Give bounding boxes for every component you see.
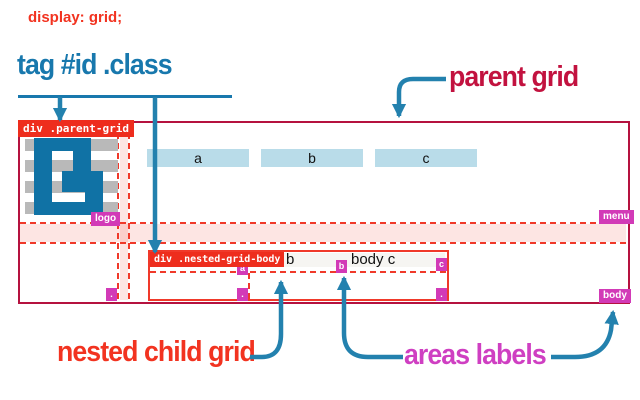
grid-logo-icon	[34, 138, 52, 215]
arrow-parent-heading-to-grid	[391, 76, 446, 119]
grid-item-c: c	[375, 149, 477, 167]
arrow-areas-to-body-label	[551, 309, 619, 360]
parent-grid-tag-label: div .parent-grid	[18, 120, 134, 137]
selector-heading: tag #id .class	[17, 49, 173, 81]
grid-logo-icon	[34, 202, 103, 215]
row-gap-highlight	[20, 224, 626, 242]
area-label-unnamed: .	[106, 288, 117, 301]
row-gap-line-bottom	[20, 242, 626, 244]
column-gap-line-left	[117, 123, 119, 300]
nested-area-label-dot2: .	[436, 288, 447, 301]
nested-area-label-dot1: .	[237, 288, 248, 301]
selector-underline	[18, 95, 232, 98]
nested-grid-heading: nested child grid	[57, 336, 256, 368]
parent-grid-heading: parent grid	[449, 61, 579, 93]
area-label-menu: menu	[599, 210, 634, 224]
grid-item-b: b	[261, 149, 363, 167]
nested-grid-text-body-c: body c	[351, 251, 396, 268]
nested-area-label-b: b	[336, 260, 347, 273]
grid-logo-icon	[73, 138, 91, 172]
nested-grid-tag-label: div .nested-grid-body	[150, 252, 285, 267]
nested-area-label-c: c	[436, 258, 447, 271]
nested-area-label-a: a	[237, 262, 248, 275]
grid-item-a: a	[147, 149, 249, 167]
nested-column-line	[248, 273, 250, 299]
areas-labels-heading: areas labels	[404, 339, 547, 371]
column-gap-highlight	[120, 123, 128, 300]
nested-grid-text-b: b	[286, 251, 295, 268]
column-gap-line-right	[128, 123, 130, 300]
css-rule-note: display: grid;	[28, 9, 123, 26]
row-gap-line-top	[20, 222, 626, 224]
area-label-body: body	[599, 289, 631, 303]
nested-row-line	[150, 271, 447, 273]
area-label-logo: logo	[91, 212, 121, 226]
